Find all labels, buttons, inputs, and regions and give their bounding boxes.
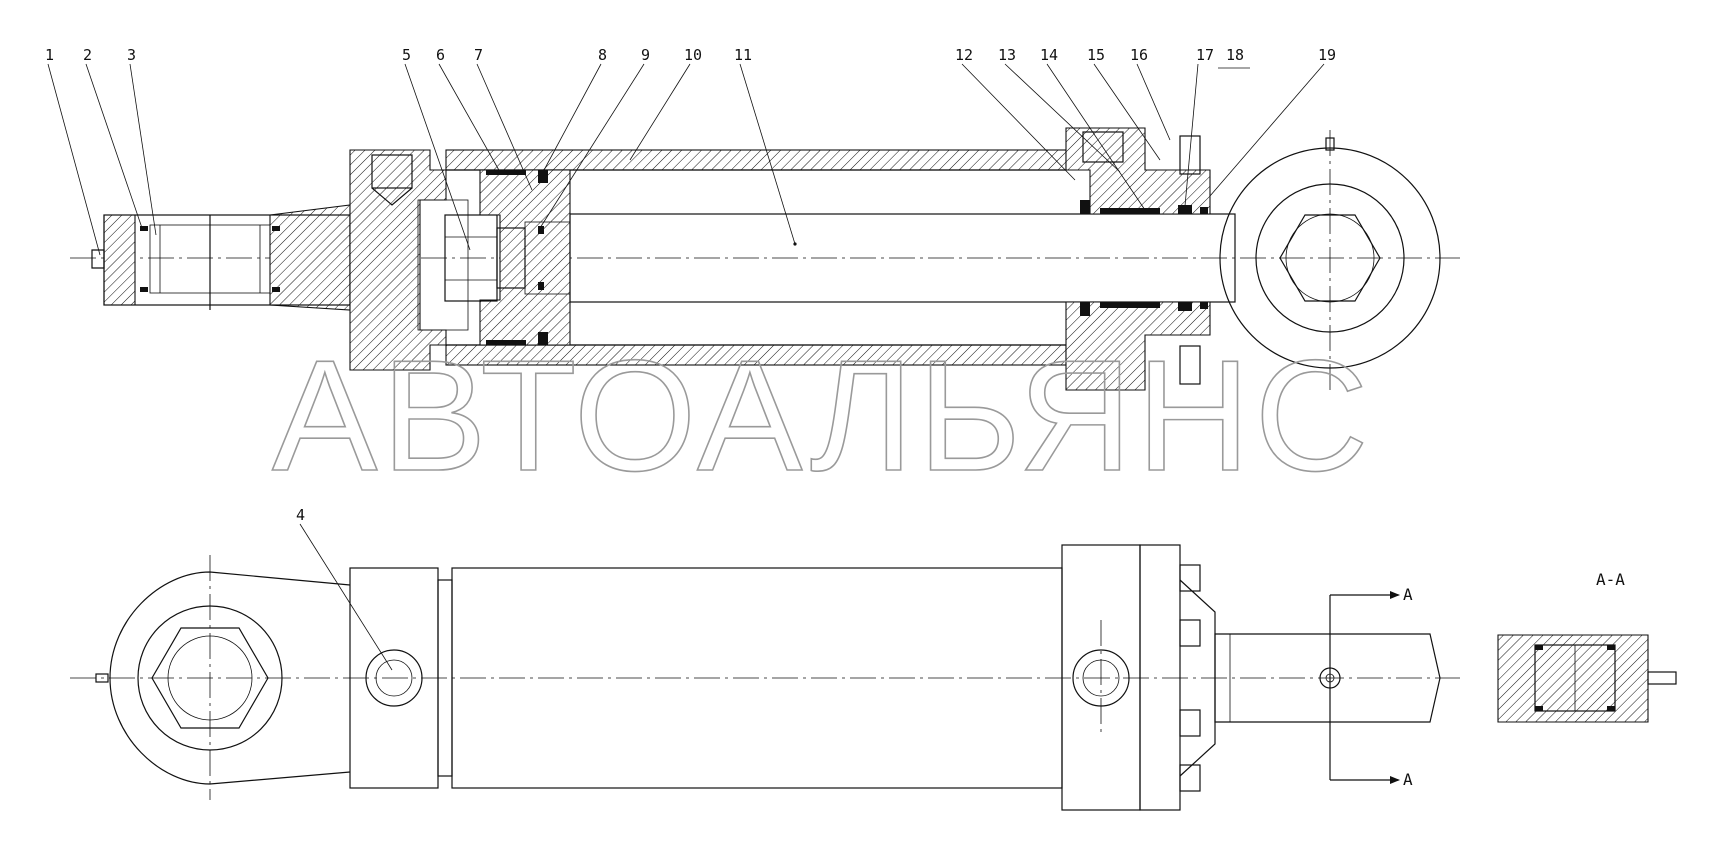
section-title: A-A — [1596, 570, 1625, 589]
callout-18: 18 — [1226, 46, 1244, 64]
section-marker-top: A — [1403, 585, 1413, 604]
rear-eye-section — [91, 204, 351, 311]
callout-10: 10 — [684, 46, 702, 64]
rear-head-exterior — [349, 567, 453, 789]
callout-7: 7 — [474, 46, 483, 64]
callout-17: 17 — [1196, 46, 1214, 64]
callout-11: 11 — [734, 46, 752, 64]
rod-exterior: A A — [1214, 585, 1441, 789]
callout-2: 2 — [83, 46, 92, 64]
exterior-view: A A A-A — [70, 544, 1677, 811]
callout-15: 15 — [1087, 46, 1105, 64]
callout-12: 12 — [955, 46, 973, 64]
rear-eye-exterior — [95, 555, 351, 800]
callout-9: 9 — [641, 46, 650, 64]
callout-16: 16 — [1130, 46, 1148, 64]
gland-exterior — [1061, 544, 1216, 811]
rod-eye — [1219, 130, 1441, 390]
callout-5: 5 — [402, 46, 411, 64]
rear-head-section — [349, 149, 469, 371]
callout-14: 14 — [1040, 46, 1058, 64]
callout-6: 6 — [436, 46, 445, 64]
callout-4: 4 — [296, 506, 305, 524]
watermark: АВТОАЛЬЯНС — [272, 328, 1372, 504]
callout-3: 3 — [127, 46, 136, 64]
callout-19: 19 — [1318, 46, 1336, 64]
gland-section — [1065, 127, 1211, 391]
callout-8: 8 — [598, 46, 607, 64]
callouts: 1 2 3 5 6 7 8 9 10 11 12 13 14 15 16 17 … — [45, 46, 1336, 671]
sectional-view — [70, 127, 1460, 391]
section-a-a: A-A — [1497, 570, 1677, 723]
callout-1: 1 — [45, 46, 54, 64]
callout-13: 13 — [998, 46, 1016, 64]
section-marker-bottom: A — [1403, 770, 1413, 789]
